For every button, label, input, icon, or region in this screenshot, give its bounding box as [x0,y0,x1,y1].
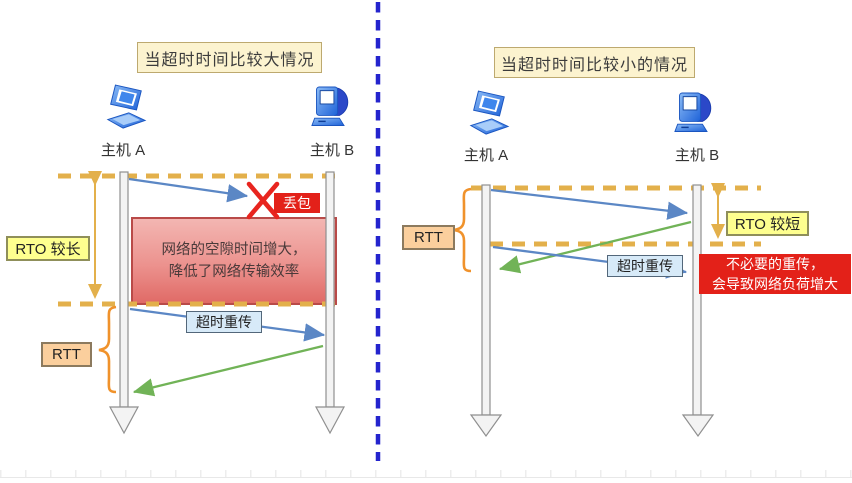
left-host-b-label: 主机 B [309,142,355,159]
warning-line-2: 会导致网络负荷增大 [712,276,838,292]
right-retransmit-tag: 超时重传 [607,255,683,277]
left-timeline-b-arrowhead [314,406,346,435]
network-idle-info-box: 网络的空隙时间增大， 降低了网络传输效率 [131,217,337,305]
right-unnecessary-retransmit-warning: 不必要的重传， 会导致网络负荷增大 [699,254,851,294]
left-host-a-laptop-icon [103,84,147,139]
right-host-a-laptop-icon [466,90,510,145]
right-host-a-label: 主机 A [463,147,509,164]
packet-loss-x-icon [246,181,280,220]
left-rtt-brace [98,305,117,394]
left-host-a-label: 主机 A [100,142,146,159]
info-line-2: 降低了网络传输效率 [168,264,300,280]
right-timeline-b [692,184,702,416]
left-host-b-desktop-icon [311,84,355,139]
warning-line-1: 不必要的重传， [726,255,824,272]
right-panel-title: 当超时时间比较小的情况 [494,47,695,78]
right-rtt-tag: RTT [402,225,455,250]
left-rtt-tag: RTT [41,342,92,367]
left-panel-title: 当超时时间比较大情况 [137,42,322,73]
bottom-tick-ruler [0,470,852,478]
left-timeline-a [119,171,129,408]
left-retransmit-tag: 超时重传 [186,311,262,333]
left-ack-arrow [132,344,324,397]
right-timeline-a-arrowhead [469,414,503,438]
right-timeline-b-arrowhead [681,414,715,438]
left-rto-long-tag: RTO 较长 [6,236,90,261]
left-packet-loss-tag: 丢包 [274,193,320,213]
left-timeline-a-arrowhead [108,406,140,435]
right-host-b-desktop-icon [674,90,718,145]
right-host-b-label: 主机 B [674,147,720,164]
right-rto-short-tag: RTO 较短 [726,211,809,236]
right-first-send-arrow [490,188,689,220]
info-line-1: 网络的空隙时间增大， [161,241,307,258]
right-timeline-a [481,184,491,416]
left-first-send-arrow [128,177,249,203]
right-rtt-brace [453,187,472,273]
